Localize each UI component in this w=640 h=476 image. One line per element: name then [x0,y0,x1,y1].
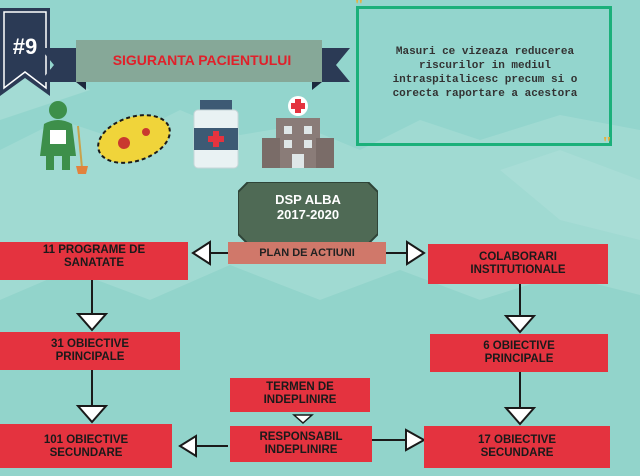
label-line: INSTITUTIONALE [470,264,566,276]
label-line: 6 OBIECTIVE [483,340,555,352]
programe-label: 11 PROGRAME DE SANATATE [0,244,188,270]
title-ribbon [40,40,350,90]
label-line: PRINCIPALE [55,351,125,363]
quote-line: corecta raportare a acestora [392,88,578,100]
quote-line: Masuri ce vizeaza reducerea [395,46,575,58]
termen-box [230,378,370,412]
label-line: TERMEN DE [266,381,334,393]
obiective-secundare-left-label: 101 OBIECTIVE SECUNDARE [0,434,172,460]
colaborari-label: COLABORARI INSTITUTIONALE [428,251,608,277]
obiective-principale-left-label: 31 OBIECTIVE PRINCIPALE [0,338,180,364]
obiective-principale-left-box [0,332,180,370]
badge-label: #9 [12,34,38,59]
label-line: 31 OBIECTIVE [51,338,129,350]
medicine-jar-icon [193,100,239,169]
cleaner-icon [40,101,88,174]
programe-box [0,242,188,280]
page-title: SIGURANTA PACIENTULUI [112,52,292,68]
label-line: 101 OBIECTIVE [43,434,129,446]
responsabil-label: RESPONSABIL INDEPLINIRE [230,431,372,457]
termen-label: TERMEN DE INDEPLINIRE [230,381,370,407]
dsp-title: DSP ALBA 2017-2020 [238,192,378,222]
label-line: COLABORARI [479,251,557,263]
label-line: RESPONSABIL [259,431,343,443]
badge-ribbon [0,8,50,96]
bacteria-icon [97,114,171,164]
responsabil-box [230,426,372,462]
obiective-secundare-right-box [424,426,610,468]
obiective-principale-right-box [430,334,608,372]
dsp-title-line: 2017-2020 [276,207,340,222]
label-line: SECUNDARE [49,447,123,459]
colaborari-box [428,244,608,284]
label-line: PRINCIPALE [484,353,554,365]
obiective-secundare-left-box [0,424,172,468]
quote-line: intraspitalicesc precum si o [392,74,578,86]
dsp-title-line: DSP ALBA [275,192,341,207]
label-line: INDEPLINIRE [263,394,337,406]
quote-close-mark: " [602,133,612,153]
obiective-secundare-right-label: 17 OBIECTIVE SECUNDARE [424,434,610,460]
quote-box [356,6,612,146]
label-line: 17 OBIECTIVE [478,434,556,446]
label-line: SANATATE [63,257,125,269]
label-line: SECUNDARE [480,447,554,459]
quote-open-mark: " [354,0,364,15]
dsp-box [238,182,378,244]
label-line: INDEPLINIRE [264,444,338,456]
quote-line: riscurilor in mediul [418,60,552,72]
obiective-principale-right-label: 6 OBIECTIVE PRINCIPALE [430,340,608,366]
plan-label: PLAN DE ACTIUNI [259,247,355,259]
quote-text: Masuri ce vizeaza reducerea riscurilor i… [372,45,598,101]
label-line: 11 PROGRAME DE [42,244,146,256]
hospital-icon [262,96,334,168]
plan-banner [228,242,386,264]
